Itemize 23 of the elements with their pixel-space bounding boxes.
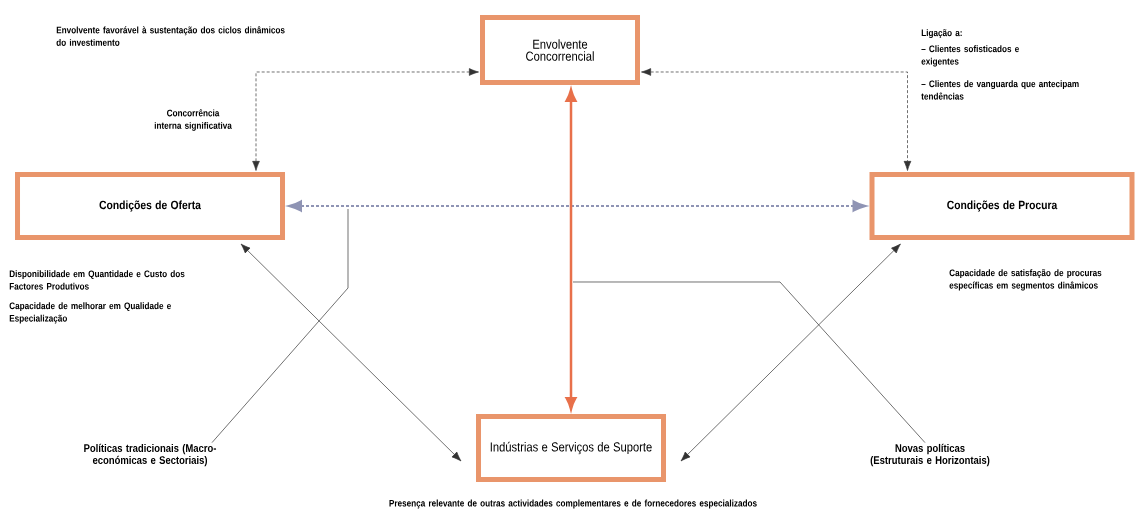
- arrow: [240, 243, 462, 462]
- note-text: – Clientes de vanguarda que antecipam tendências: [921, 80, 1079, 100]
- note-text: Envolvente favorável à sustentação dos ciclos dinâmicos do investimento: [56, 26, 285, 46]
- note-text: Capacidade de satisfação de procuras específicas em segmentos dinâmicos: [949, 269, 1102, 291]
- concept-box: Indústrias e Serviços de Suporte: [476, 414, 666, 482]
- note-text: Capacidade de melhorar em Qualidade e Especialização: [9, 302, 171, 324]
- note-text: – Clientes sofisticados e exigentes: [921, 45, 1019, 67]
- arrow: [565, 88, 577, 411]
- arrow: [680, 243, 901, 462]
- concept-box: Condições de Oferta: [15, 172, 285, 240]
- concept-box: Condições de Procura: [869, 172, 1135, 240]
- note-text: Disponibilidade em Quantidade e Custo dos Factores Produtivos: [9, 270, 185, 290]
- leader-line: [211, 208, 349, 443]
- arrow: [641, 68, 912, 171]
- note-text: Ligação a:: [921, 29, 962, 39]
- note-text: Concorrência interna significativa: [154, 109, 232, 131]
- leader-line: [572, 281, 926, 443]
- note-text: Presença relevante de outras actividades complementares e de fornecedores especializados: [389, 499, 757, 509]
- arrow: [288, 200, 867, 212]
- policy-label: Novas políticas (Estruturais e Horizontais): [870, 443, 990, 467]
- policy-label: Políticas tradicionais (Macro-económicas e Sectoriais): [84, 443, 217, 467]
- arrow: [252, 68, 479, 171]
- concept-box: Envolvente Concorrencial: [480, 15, 640, 85]
